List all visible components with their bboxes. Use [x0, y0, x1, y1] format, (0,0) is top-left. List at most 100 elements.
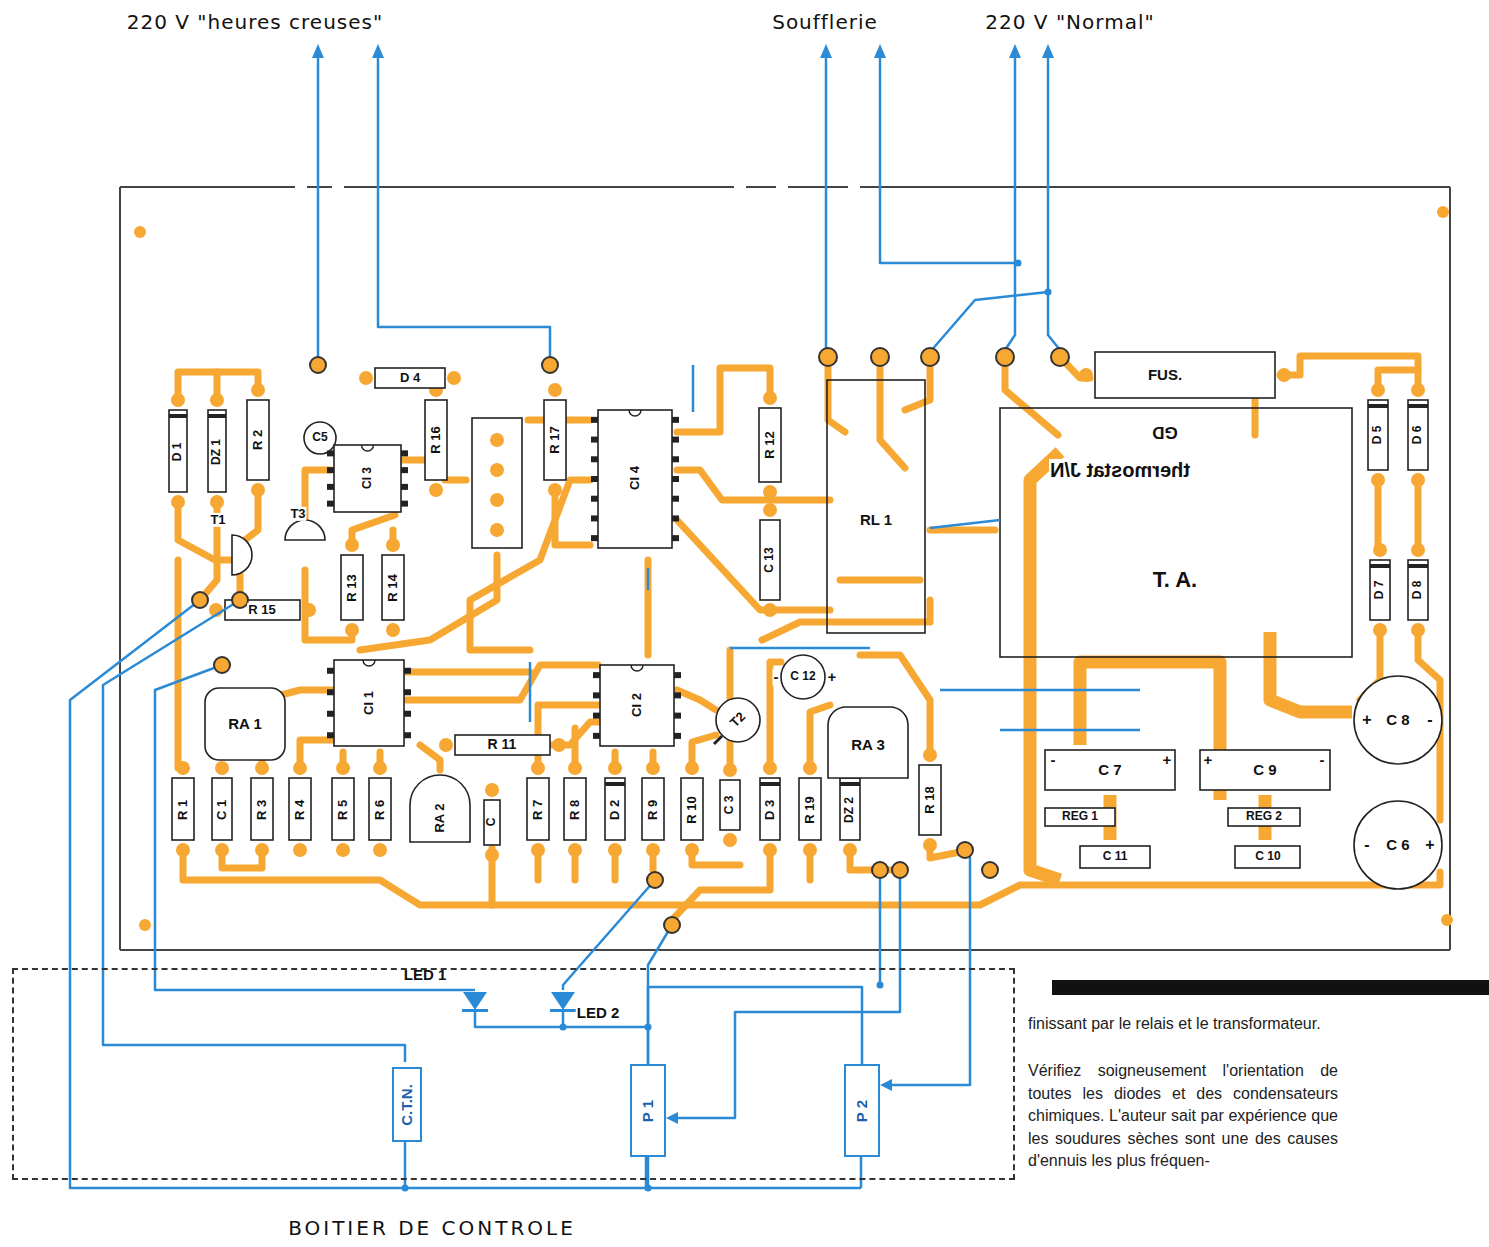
part-label: T3: [289, 507, 306, 521]
part-label: R 8: [568, 799, 582, 821]
solder-pad: [1277, 368, 1291, 382]
round-component: [716, 698, 760, 742]
chip-body: [334, 660, 404, 746]
solder-pad: [763, 603, 777, 617]
wire-pad: [214, 657, 230, 673]
led-label: LED 2: [576, 1005, 621, 1022]
solder-pad: [386, 538, 400, 552]
part-label: R 13: [345, 573, 359, 602]
trimmer-body: [410, 775, 470, 842]
component-body: [1080, 846, 1150, 868]
board-outline: [120, 186, 1450, 188]
part-label: RA 2: [433, 802, 447, 833]
copper-traces: [445, 477, 466, 484]
polarity-sign: +: [1424, 836, 1435, 854]
solder-pad: [646, 843, 660, 857]
component-symbol: P 2: [844, 1064, 880, 1157]
chip-pin: [327, 450, 334, 456]
component-body: [760, 778, 780, 840]
chip-body: [598, 410, 672, 548]
solder-pad: [1371, 473, 1385, 487]
component-body: [172, 778, 194, 840]
component-body: [1228, 808, 1300, 826]
component-body: [1408, 560, 1428, 620]
blue-wires: [70, 600, 861, 1188]
solder-pad: [359, 371, 373, 385]
component-body: [919, 765, 941, 835]
part-label: REG 1: [1061, 810, 1099, 823]
solder-pad: [429, 483, 443, 497]
component-body: [827, 380, 925, 633]
part-label: DZ 2: [843, 796, 856, 824]
part-label: D 8: [1411, 580, 1424, 601]
transistor-tab: [714, 736, 722, 744]
part-label: C5: [311, 431, 328, 444]
blue-wires: [1000, 729, 1140, 732]
part-label: C 7: [1097, 762, 1122, 779]
wire-connector: [648, 987, 862, 1064]
part-label: C 1: [215, 799, 229, 821]
chip-body: [600, 665, 674, 746]
wire-pad: [192, 348, 1069, 933]
chip-pin: [674, 713, 681, 719]
part-label: C 3: [723, 795, 736, 816]
solder-pad: [568, 761, 582, 775]
part-label: RL 1: [859, 512, 893, 529]
solder-pad: [171, 393, 185, 407]
polarity-sign: +: [1361, 711, 1372, 729]
wire-arrows-and-leds: [402, 1185, 409, 1192]
chip-pin: [327, 467, 334, 473]
solder-pad: [210, 495, 224, 509]
wire-pad: [982, 862, 998, 878]
chip-notch: [629, 410, 641, 416]
solder-pad: [490, 523, 504, 537]
solder-pad: [255, 761, 269, 775]
control-box-outline: BOITIER DE CONTROLEC.T.N.P 1P 2: [12, 968, 1015, 1180]
wire-arrows-and-leds: [645, 1185, 652, 1192]
wire-pad: [996, 348, 1014, 366]
part-label: CI 3: [361, 466, 374, 490]
component-body: [332, 778, 354, 840]
diode-band: [1368, 404, 1388, 408]
solder-pad: [210, 393, 224, 407]
wire-pad: [647, 872, 663, 888]
part-label: GD: [1151, 423, 1179, 442]
chip-pin: [591, 535, 598, 541]
copper-traces: [406, 665, 598, 700]
solder-pad: [1371, 383, 1385, 397]
chip-pin: [593, 672, 600, 678]
part-label: D 4: [399, 371, 421, 385]
component-symbol: P 1: [630, 1064, 666, 1157]
chip-pin: [401, 484, 408, 490]
component-body: [799, 778, 821, 840]
wire-pad: [819, 348, 837, 366]
chip-pin: [591, 417, 598, 423]
solder-pad: [345, 538, 359, 552]
solder-pad: [490, 493, 504, 507]
part-label: C 8: [1385, 712, 1410, 729]
transistor-body: [285, 520, 325, 540]
component-body: [1235, 846, 1300, 868]
wire-pad: [871, 348, 889, 366]
wire-arrows-and-leds: [877, 982, 884, 989]
polarity-sign: -: [1426, 711, 1433, 729]
chip-pin: [327, 689, 334, 695]
solder-pad: [386, 623, 400, 637]
part-label: C 13: [763, 546, 776, 573]
solder-pad: [923, 748, 937, 762]
mounting-hole: [134, 206, 1453, 931]
component-body: [212, 778, 232, 840]
component-body: [1000, 408, 1352, 657]
wire-arrows-and-leds: [880, 1079, 892, 1091]
solder-pad: [568, 843, 582, 857]
part-label: R 11: [487, 737, 518, 752]
part-label: R 2: [251, 429, 265, 451]
component-body: [169, 410, 187, 492]
component-outlines: [169, 352, 1442, 889]
chip-pin: [327, 711, 334, 717]
chip-notch: [631, 665, 643, 671]
part-label: D 5: [1371, 425, 1384, 446]
component-body: [455, 735, 550, 755]
